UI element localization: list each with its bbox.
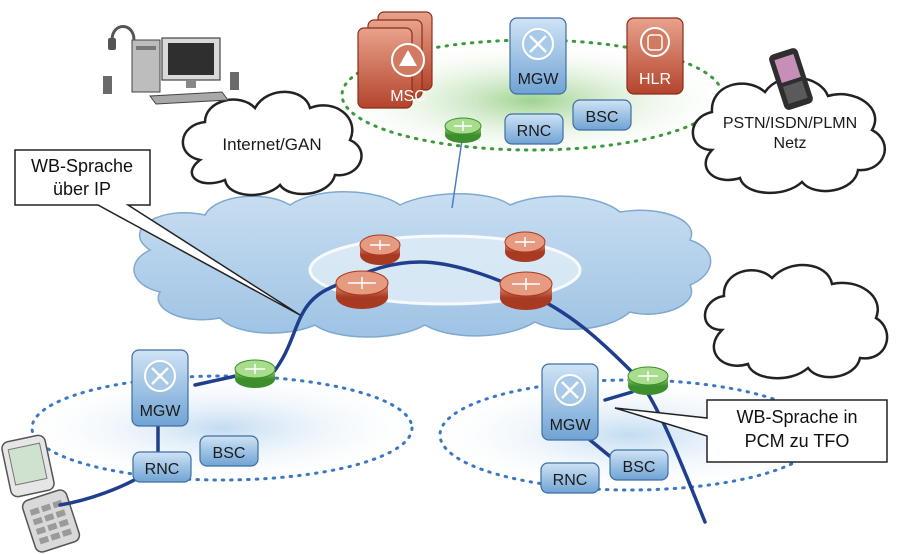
bsc-left-label: BSC: [213, 445, 246, 462]
link-mgw-right-bsc: [588, 438, 614, 460]
callout-ip-line1: WB-Sprache: [31, 156, 133, 176]
bsc-right-label: BSC: [623, 459, 656, 476]
computer-icon: [103, 25, 239, 105]
internet-label: Internet/GAN: [222, 135, 321, 154]
link-mgw-right-router: [603, 390, 634, 402]
internet-cloud: Internet/GAN: [181, 90, 363, 197]
msc-label: MSC: [390, 88, 426, 105]
mgw-left-label: MGW: [140, 403, 182, 420]
pstn-cloud: PSTN/ISDN/PLMN Netz: [691, 76, 887, 194]
pstn-label-line1: PSTN/ISDN/PLMN: [723, 115, 857, 132]
hlr-database-icon: [640, 27, 670, 57]
rnc-core-node: RNC: [504, 113, 564, 145]
router-backbone-2: [504, 231, 546, 262]
rnc-right-label: RNC: [553, 472, 588, 489]
router-backbone-4: [499, 271, 553, 310]
phone-icon: [769, 48, 813, 110]
callout-pcm: WB-Sprache in PCM zu TFO: [614, 399, 888, 463]
msc-node: MSC: [357, 11, 433, 109]
bsc-left-node: BSC: [199, 435, 259, 467]
mgw-left-node: MGW: [131, 349, 189, 427]
hlr-label: HLR: [639, 71, 671, 88]
bsc-core-label: BSC: [586, 109, 619, 126]
callout-pcm-line1: WB-Sprache in: [736, 407, 857, 427]
link-rnc-left-phone: [58, 476, 140, 507]
links: [58, 260, 707, 524]
router-left-green: [234, 359, 276, 388]
hlr-node: HLR: [626, 17, 684, 95]
rnc-left-label: RNC: [145, 461, 180, 478]
rnc-left-node: RNC: [132, 451, 192, 483]
mgw-right-label: MGW: [550, 417, 592, 434]
backbone-link: [270, 260, 707, 524]
mgw-core-label: MGW: [518, 71, 560, 88]
callout-ip-line2: über IP: [53, 179, 111, 199]
pstn-label-line2: Netz: [774, 135, 807, 152]
callout-ip: WB-Sprache über IP: [14, 149, 301, 316]
bsc-right-node: BSC: [609, 449, 669, 481]
router-backbone-3: [335, 270, 389, 309]
router-right-green: [627, 366, 669, 395]
mgw-right-node: MGW: [541, 363, 599, 441]
mgw-core-node: MGW: [509, 17, 567, 95]
callout-pcm-line2: PCM zu TFO: [745, 431, 850, 451]
rnc-right-node: RNC: [540, 462, 600, 494]
access-area-left: [30, 374, 414, 482]
router-backbone-1: [359, 234, 401, 265]
router-core-green: [444, 117, 482, 143]
rnc-core-label: RNC: [517, 123, 552, 140]
bsc-core-node: BSC: [572, 99, 632, 131]
external-cloud-right: [703, 263, 889, 380]
core-uplink: [451, 139, 463, 209]
